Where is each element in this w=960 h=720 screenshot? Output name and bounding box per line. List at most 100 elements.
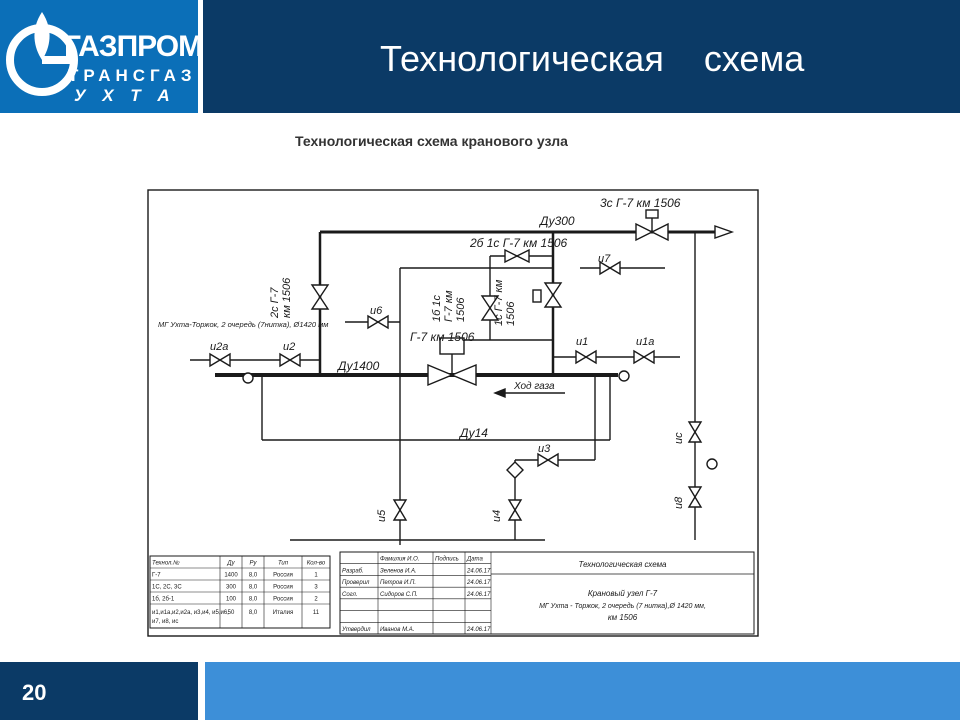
- gauge-ic: [706, 458, 718, 470]
- valve-i3: [537, 452, 559, 468]
- label-valve-2b1s: 2б 1с Г-7 км 1506: [469, 236, 568, 250]
- valve-1b1s: [480, 295, 500, 321]
- stamp-cell: Сидоров С.П.: [380, 592, 418, 598]
- valve-i2: [279, 352, 301, 368]
- stamp-cell: 24.06.17: [466, 580, 491, 586]
- spec-cell: 100: [226, 597, 237, 603]
- spec-cell: 50: [228, 610, 235, 616]
- gazprom-flame-icon: [6, 12, 78, 96]
- stamp-cell: Петров И.П.: [380, 580, 416, 586]
- spec-cell: 1400: [224, 573, 238, 579]
- stamp-doc-name: Технологическая схема: [579, 560, 668, 569]
- stamp-cell: Проверил: [342, 580, 370, 586]
- footer-separator: [198, 662, 205, 720]
- spec-cell: Россия: [273, 597, 293, 603]
- label-i5: и5: [376, 509, 388, 522]
- valve-3s: [635, 209, 669, 242]
- spec-cell-cont: и7, и8, ис: [152, 619, 178, 625]
- spec-header-cell: Тип: [278, 561, 289, 567]
- valve-i5: [392, 499, 408, 521]
- label-du300: Ду300: [538, 214, 575, 228]
- logo-line3: У Х Т А: [74, 86, 176, 105]
- label-valve-v_1b1s: 1б 1сГ-7 км1506: [431, 290, 467, 322]
- valve-i8: [687, 486, 703, 508]
- gauge-left: [242, 372, 254, 384]
- label-i1: и1: [576, 336, 588, 348]
- spec-cell: 8,0: [249, 610, 258, 616]
- label-du1400: Ду1400: [336, 359, 380, 373]
- valve-ic: [687, 421, 703, 443]
- label-i3: и3: [538, 443, 551, 455]
- valve-2s: [310, 284, 330, 310]
- spec-cell: 1б, 2б-1: [152, 597, 175, 603]
- valve-main-g7: [427, 337, 477, 387]
- label-i2a: и2а: [210, 341, 228, 353]
- stamp-cell: Иванов М.А.: [380, 627, 414, 633]
- stamp-cell: Разраб.: [342, 568, 364, 574]
- process-scheme: Ду300 Ду1400 Ду14 Ход газа 3с Г-7 км 150…: [147, 133, 759, 637]
- spec-cell: 8,0: [249, 573, 258, 579]
- stamp-object-line1: Крановый узел Г-7: [588, 589, 658, 598]
- label-pipeline-note: МГ Ухта-Торжок, 2 очередь (7нитка), Ø142…: [158, 320, 328, 329]
- stamp-object-line3: км 1506: [608, 613, 638, 622]
- stamp-cell: Зеленов И.А.: [380, 568, 417, 574]
- stamp-cell: Подпись: [435, 557, 459, 563]
- spec-cell: 11: [313, 610, 320, 616]
- spec-header-cell: Ру: [249, 561, 257, 567]
- valve-2b1s: [504, 248, 530, 264]
- stamp-cell: Согл.: [342, 592, 358, 598]
- valve-1s: [532, 282, 563, 308]
- spec-header-cell: Ду: [226, 561, 235, 567]
- gas-flow-arrow: [493, 387, 565, 399]
- spec-cell: и1,и1а,и2,и2а, и3,и4, и5,и6,: [152, 610, 229, 616]
- label-i8: и8: [673, 496, 685, 509]
- valve-i2a: [209, 352, 231, 368]
- label-i4: и4: [491, 510, 503, 522]
- stamp-cell: Дата: [466, 557, 483, 563]
- spec-cell: 8,0: [249, 597, 258, 603]
- label-valve-v_1s: 1с Г-7 км1506: [493, 279, 517, 326]
- logo-line1: ГАЗПРОМ: [64, 30, 203, 63]
- logo-line2: ТРАНСГАЗ: [68, 66, 197, 85]
- valve-i7: [599, 260, 621, 276]
- stamp-object-line2: МГ Ухта - Торжок, 2 очередь (7 нитка),Ø …: [539, 602, 706, 610]
- valve-i1: [575, 349, 597, 365]
- drawing-frame: [147, 189, 759, 637]
- spec-cell: 3: [314, 585, 318, 591]
- spec-cell: 1: [314, 573, 318, 579]
- spec-cell: 1С, 2С, 3С: [152, 585, 182, 591]
- slide-title: Технологическая схема: [380, 38, 805, 79]
- stamp-cell: 24.06.17: [466, 592, 491, 598]
- gauge-right: [618, 370, 630, 382]
- page-number: 20: [22, 680, 47, 705]
- spec-header-cell: Кол-во: [307, 561, 326, 567]
- scheme-title: Технологическая схема кранового узла: [295, 133, 568, 149]
- label-i6: и6: [370, 305, 383, 317]
- valve-i4: [507, 499, 523, 521]
- stamp-cell: 24.06.17: [466, 627, 491, 633]
- filter-symbol: [506, 461, 524, 479]
- company-logo: ГАЗПРОМ ТРАНСГАЗ У Х Т А: [0, 0, 203, 113]
- label-i7: и7: [598, 253, 611, 265]
- stamp-cell: Фамилия И.О.: [380, 557, 419, 563]
- spec-cell: 300: [226, 585, 237, 591]
- label-ic: ис: [673, 432, 685, 444]
- stamp-cell: 24.06.17: [466, 568, 491, 574]
- label-i2: и2: [283, 341, 295, 353]
- label-i1a: и1а: [636, 336, 654, 348]
- label-valve-v_2s: 2с Г-7км 1506: [269, 277, 293, 319]
- label-valve-3s: 3с Г-7 км 1506: [600, 196, 681, 210]
- spec-cell: Италия: [273, 610, 293, 616]
- stamp-cell: Утвердил: [341, 627, 371, 633]
- label-valve-main: Г-7 км 1506: [410, 330, 475, 344]
- label-du14: Ду14: [458, 426, 488, 440]
- spec-cell: 2: [314, 597, 318, 603]
- valve-i1a: [633, 349, 655, 365]
- valve-i6: [367, 314, 389, 330]
- spec-cell: Россия: [273, 585, 293, 591]
- spec-cell: Россия: [273, 573, 293, 579]
- spec-cell: Г-7: [152, 573, 161, 579]
- spec-cell: 8,0: [249, 585, 258, 591]
